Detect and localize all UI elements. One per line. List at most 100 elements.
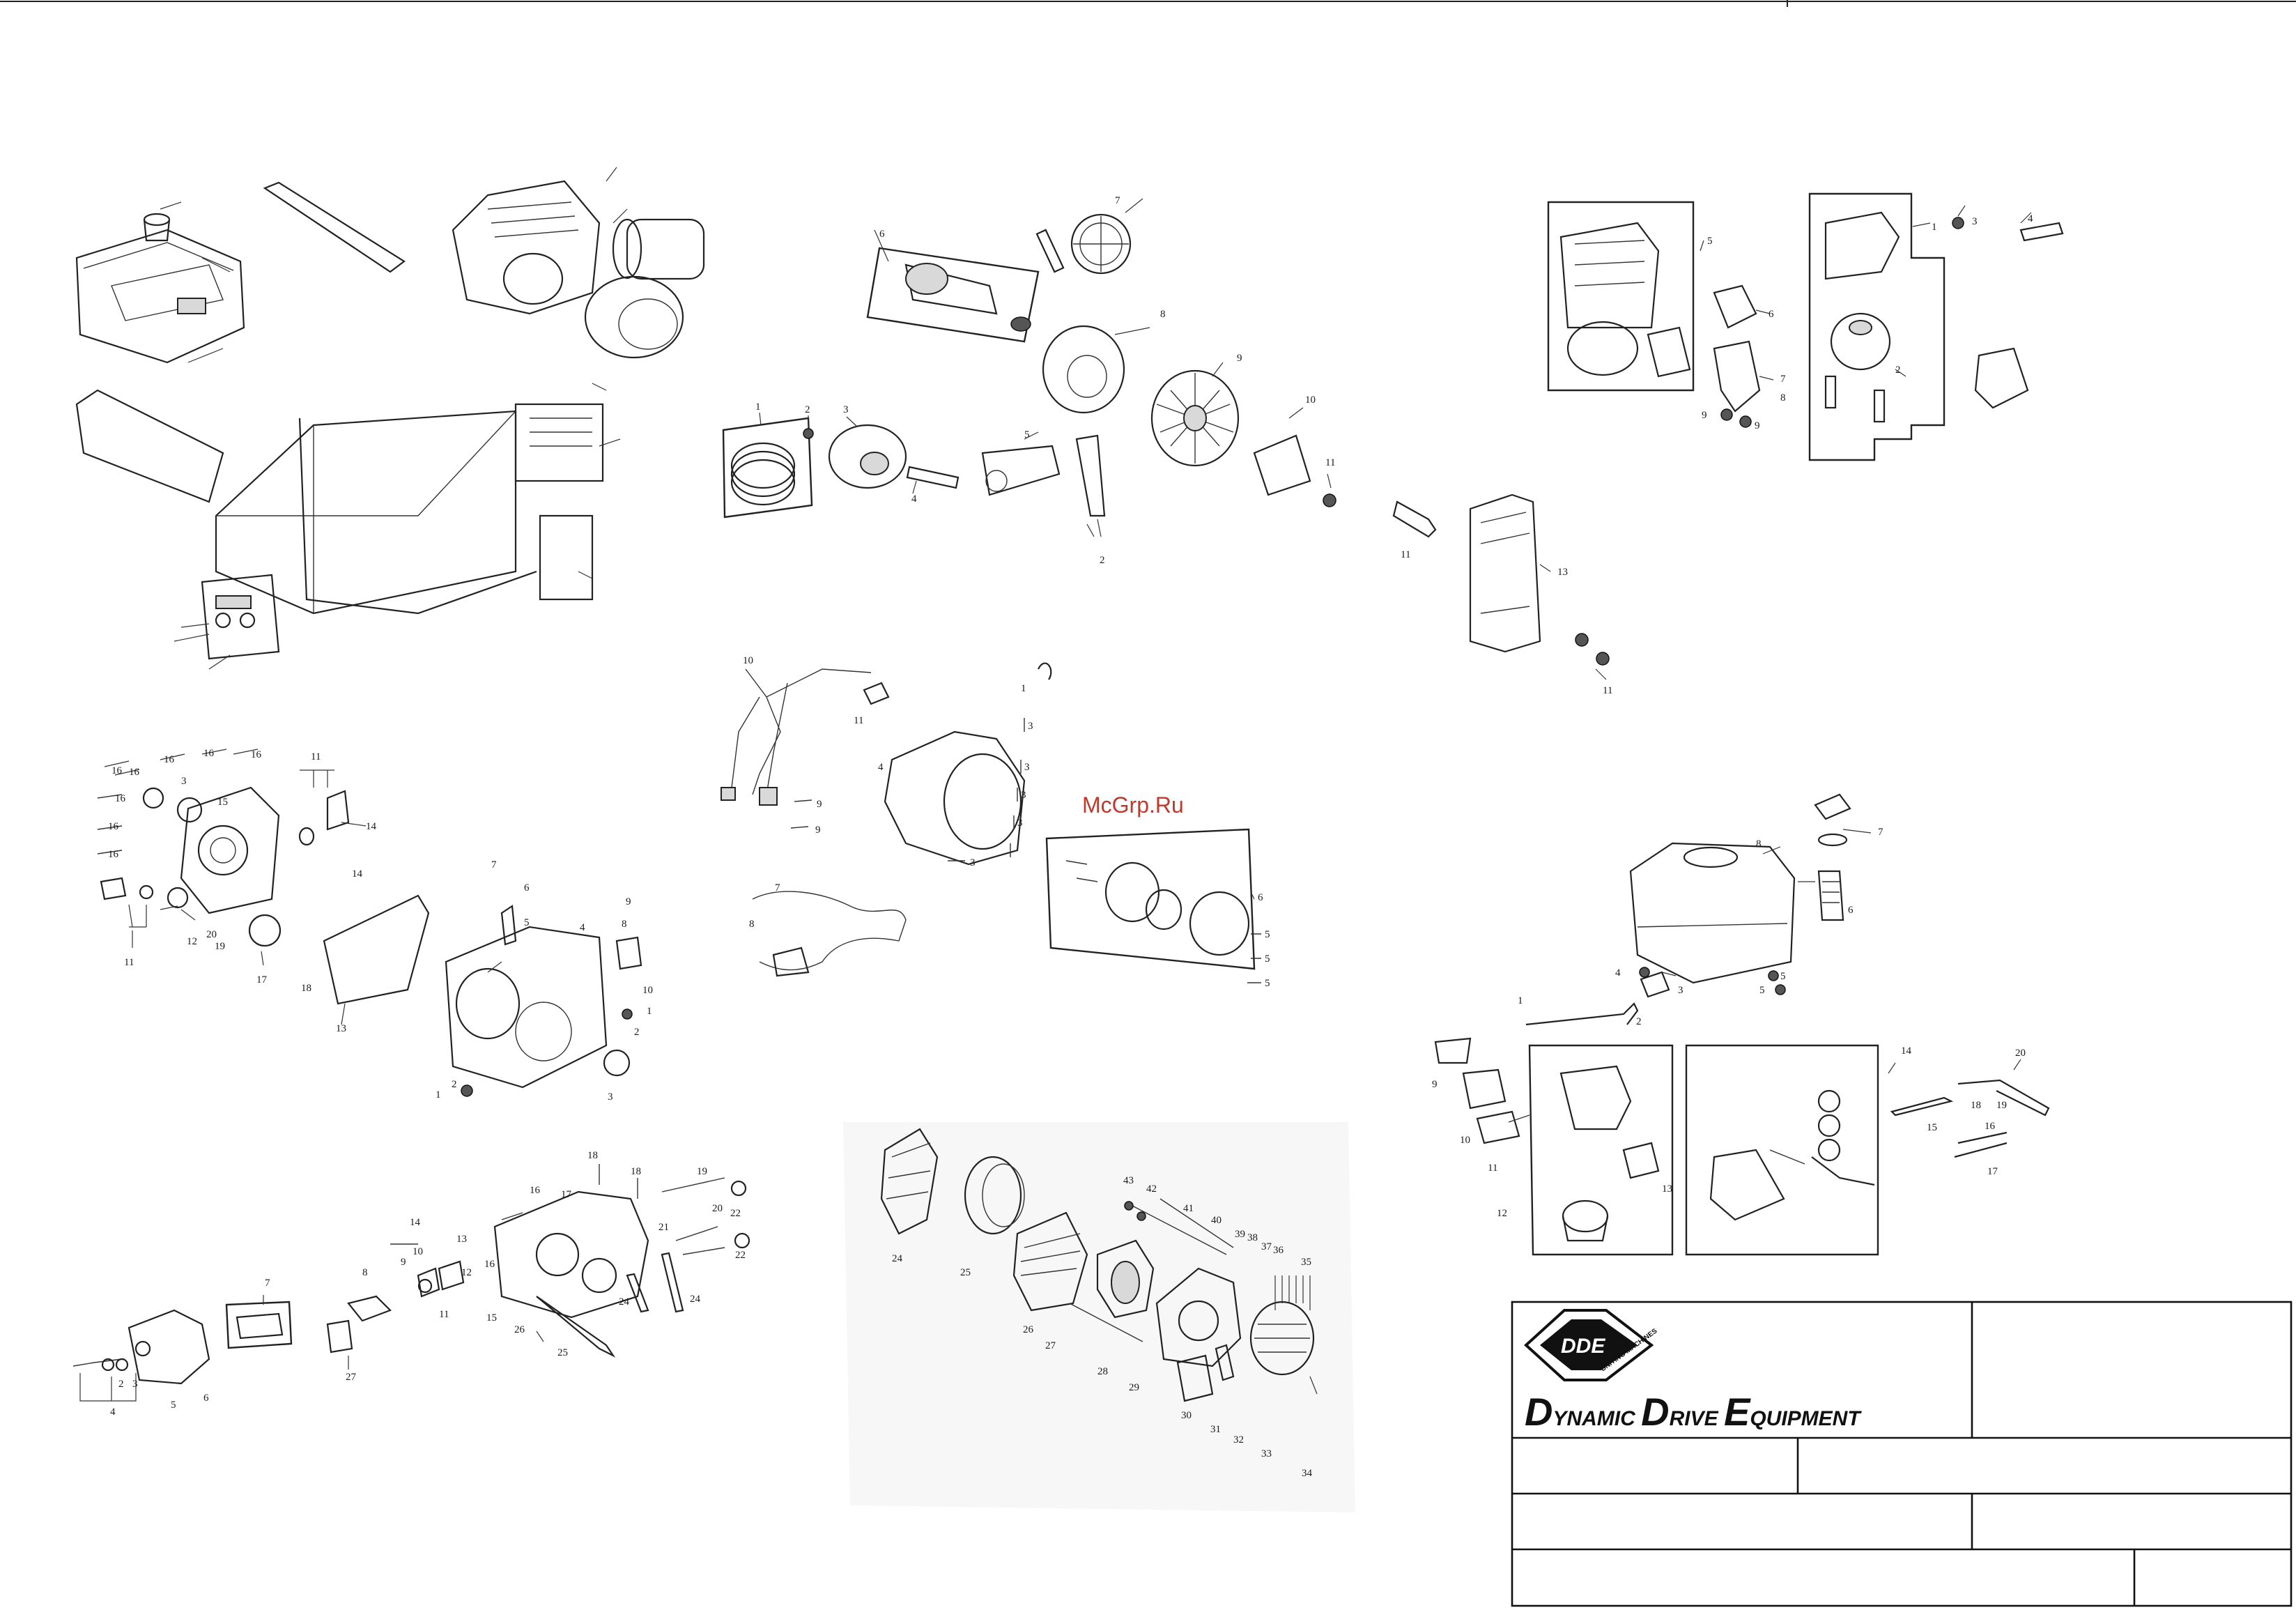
part-number: 37 (1261, 1241, 1272, 1252)
part-number: 14 (366, 821, 377, 832)
part-number: 21 (658, 1222, 669, 1233)
part-number: 36 (1273, 1245, 1284, 1256)
part-number: 5 (524, 917, 530, 928)
part-number: 3 (843, 404, 849, 415)
part-number: 10 (1460, 1135, 1470, 1146)
part-number: 4 (110, 1406, 116, 1418)
part-number: 27 (346, 1372, 357, 1383)
part-number: 20 (206, 929, 217, 940)
part-number: 34 (1302, 1468, 1313, 1479)
brand-word-2: RIVE (1670, 1407, 1719, 1430)
part-number: 1 (1518, 995, 1523, 1006)
part-number: 5 (1265, 929, 1270, 940)
part-number: 20 (712, 1203, 723, 1214)
part-number: 11 (124, 957, 134, 968)
part-number: 9 (817, 799, 822, 810)
part-number: 12 (461, 1267, 472, 1278)
part-number: 16 (484, 1259, 495, 1270)
ignition-harness-recoil-starter (721, 662, 1261, 983)
part-number: 3 (1021, 790, 1026, 801)
part-number: 10 (743, 655, 753, 666)
brand-initial-2: D (1641, 1390, 1669, 1434)
part-number: 6 (203, 1393, 209, 1404)
part-number: 11 (1488, 1163, 1497, 1174)
part-number: 19 (1996, 1100, 2007, 1111)
part-number: 6 (1769, 309, 1774, 320)
part-number: 2 (1636, 1016, 1642, 1027)
part-number: 16 (108, 821, 119, 832)
part-number: 5 (171, 1400, 176, 1411)
title-block: DDE UNITING MACHINES DYNAMIC DRIVE EQUIP… (1511, 1301, 2293, 1607)
crankshaft-piston-assembly (722, 198, 1336, 537)
part-number: 3 (1017, 818, 1023, 829)
part-number: 9 (626, 896, 631, 907)
part-number: 11 (1603, 685, 1612, 696)
crankcase-assembly (97, 749, 642, 1097)
part-number: 17 (561, 1189, 572, 1200)
part-number: 17 (256, 974, 268, 986)
part-number: 39 (1235, 1229, 1245, 1240)
part-number: 13 (1557, 567, 1568, 578)
part-number: 5 (1707, 236, 1713, 247)
part-number: 4 (1615, 967, 1621, 979)
part-number: 32 (1233, 1434, 1244, 1446)
part-number: 3 (132, 1379, 138, 1390)
part-number: 9 (1702, 410, 1707, 421)
part-number: 6 (879, 229, 885, 240)
part-number: 1 (647, 1006, 652, 1017)
part-number: 13 (1662, 1183, 1672, 1195)
air-filter-muffler-assembly (1392, 192, 2064, 680)
part-number: 15 (486, 1312, 497, 1324)
part-number: 3 (1024, 762, 1030, 773)
part-number: 27 (1045, 1340, 1056, 1351)
part-number: 16 (203, 748, 215, 759)
part-number: 12 (1497, 1208, 1507, 1219)
part-number: 18 (301, 983, 311, 994)
brand-initial-3: E (1724, 1390, 1751, 1434)
part-number: 14 (352, 868, 363, 880)
part-number: 30 (1181, 1410, 1192, 1421)
part-number: 38 (1247, 1232, 1258, 1243)
part-number: 40 (1211, 1215, 1222, 1226)
part-number: 9 (401, 1257, 406, 1268)
part-number: 20 (2015, 1048, 2026, 1059)
part-number: 11 (311, 751, 321, 762)
part-number: 35 (1301, 1257, 1311, 1268)
part-number: 3 (1028, 721, 1033, 732)
part-number: 7 (1780, 374, 1786, 385)
part-number: 16 (108, 849, 119, 860)
part-number: 16 (1985, 1121, 1996, 1132)
part-number: 33 (1261, 1448, 1272, 1459)
part-number: 13 (336, 1023, 346, 1034)
part-number: 15 (217, 797, 228, 808)
part-number: 7 (265, 1278, 270, 1289)
part-number: 3 (181, 776, 187, 787)
logo-text: DDE (1561, 1335, 1605, 1358)
part-number: 16 (111, 765, 123, 776)
part-number: 2 (1100, 555, 1105, 566)
part-number: 11 (1325, 457, 1335, 468)
part-number: 3 (1972, 216, 1978, 227)
part-number: 9 (1755, 420, 1760, 431)
part-number: 14 (1901, 1045, 1912, 1057)
part-number: 1 (755, 401, 761, 413)
watermark-text: McGrp.Ru (1082, 792, 1184, 818)
brand-word-3: QUIPMENT (1750, 1407, 1862, 1430)
part-number: 3 (1678, 985, 1684, 996)
part-number: 19 (697, 1166, 707, 1177)
part-number: 10 (1305, 394, 1316, 406)
part-number: 12 (187, 936, 197, 947)
part-number: 4 (878, 762, 884, 773)
part-number: 24 (690, 1294, 701, 1305)
part-number: 4 (580, 922, 585, 933)
brand-initial-1: D (1525, 1390, 1553, 1434)
part-number: 10 (642, 985, 653, 996)
part-number: 8 (749, 919, 755, 930)
part-number: 8 (1160, 309, 1166, 320)
part-number: 26 (514, 1324, 525, 1335)
part-number: 7 (775, 882, 780, 894)
part-number: 8 (1780, 392, 1786, 404)
part-number: 5 (1780, 971, 1786, 982)
part-number: 7 (491, 859, 497, 871)
